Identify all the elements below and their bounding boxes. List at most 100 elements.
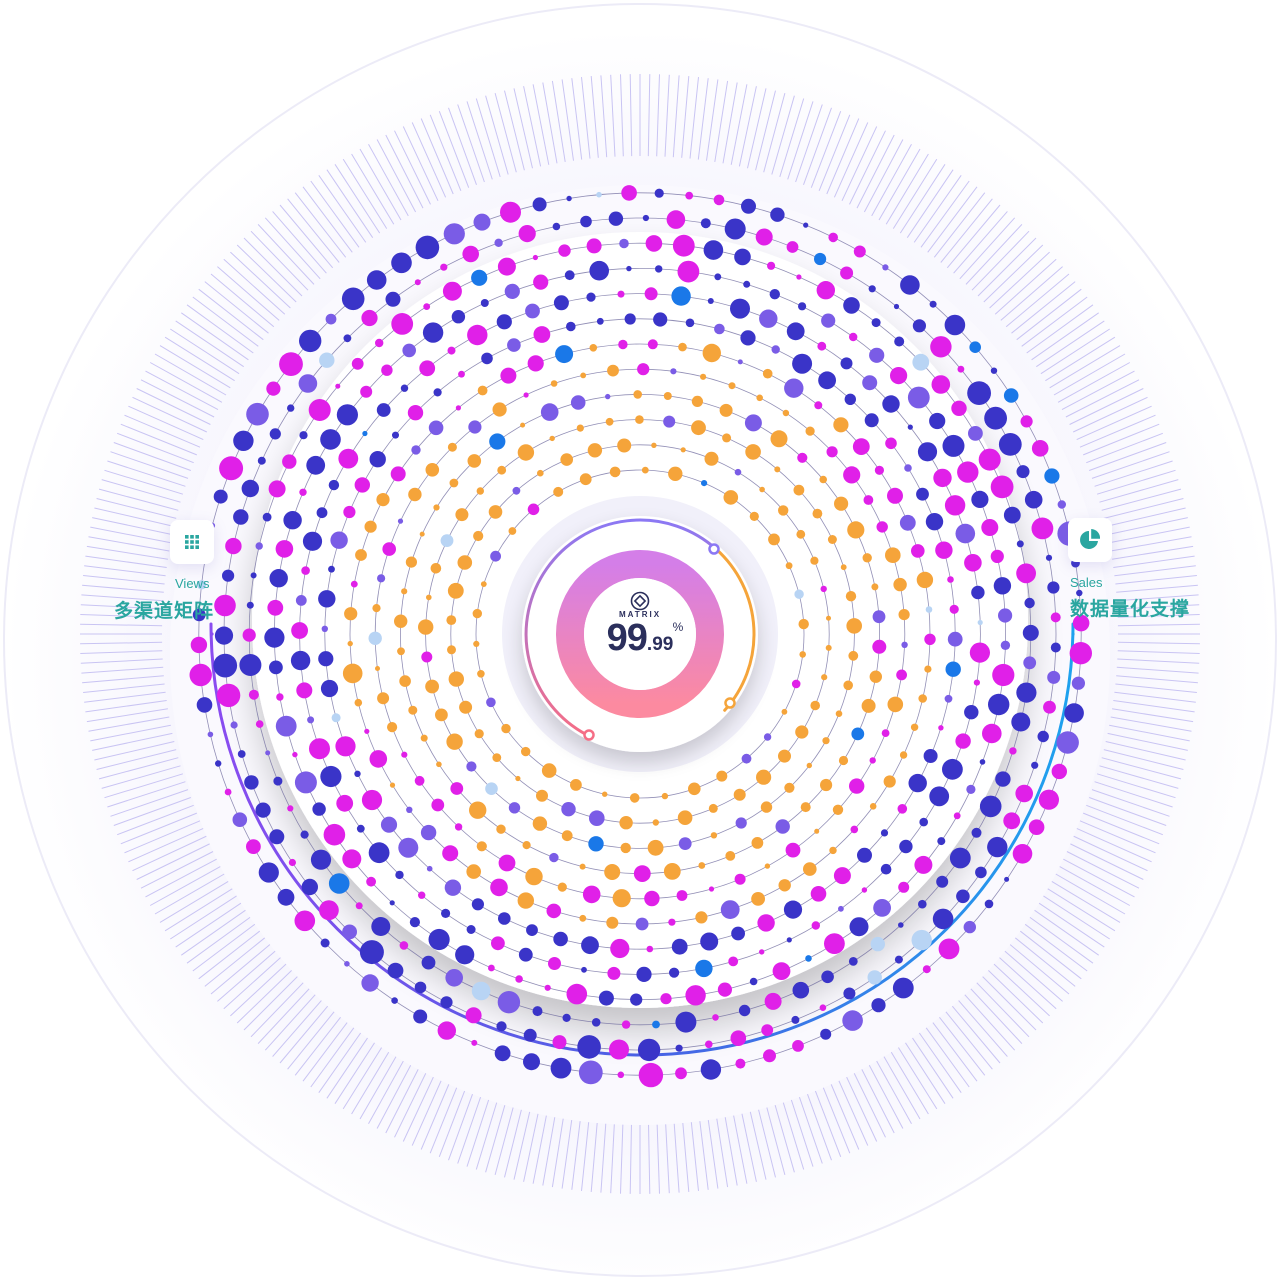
matrix-dot bbox=[663, 863, 681, 880]
tick-mark bbox=[170, 328, 240, 375]
tick-mark bbox=[210, 940, 275, 995]
matrix-dot bbox=[558, 244, 571, 257]
matrix-dot bbox=[523, 1028, 537, 1042]
tick-mark bbox=[706, 79, 719, 161]
matrix-dot bbox=[237, 750, 246, 758]
matrix-dot bbox=[719, 403, 733, 417]
matrix-dot bbox=[255, 720, 264, 728]
tick-mark bbox=[697, 1108, 709, 1190]
matrix-dot bbox=[225, 537, 242, 555]
matrix-dot bbox=[869, 803, 877, 810]
matrix-dot bbox=[955, 523, 976, 544]
matrix-dot bbox=[550, 380, 558, 387]
matrix-dot bbox=[969, 642, 991, 663]
matrix-dot bbox=[196, 697, 213, 713]
matrix-dot bbox=[515, 775, 521, 782]
matrix-dot bbox=[392, 431, 399, 439]
matrix-dot bbox=[827, 535, 837, 544]
tick-mark bbox=[420, 118, 454, 195]
matrix-dot bbox=[500, 201, 521, 223]
tick-mark bbox=[94, 507, 175, 527]
matrix-dot bbox=[283, 511, 302, 530]
matrix-dot bbox=[783, 900, 803, 919]
matrix-dot bbox=[390, 466, 406, 482]
matrix-dot bbox=[728, 382, 736, 390]
matrix-dot bbox=[561, 802, 576, 817]
tick-mark bbox=[620, 1111, 624, 1194]
sales-card[interactable] bbox=[1068, 518, 1112, 562]
matrix-dot bbox=[647, 839, 664, 856]
matrix-dot bbox=[624, 313, 636, 325]
matrix-dot bbox=[406, 806, 413, 813]
matrix-dot bbox=[967, 381, 991, 405]
tick-mark bbox=[714, 80, 729, 162]
matrix-dot bbox=[576, 424, 584, 432]
matrix-dot bbox=[354, 477, 370, 493]
tick-mark bbox=[342, 158, 388, 229]
matrix-dot bbox=[833, 417, 849, 433]
matrix-dot bbox=[668, 466, 683, 481]
matrix-dot bbox=[488, 505, 503, 519]
matrix-dot bbox=[579, 863, 586, 870]
matrix-dot bbox=[647, 339, 658, 350]
matrix-dot bbox=[316, 507, 328, 519]
matrix-dot bbox=[814, 828, 820, 834]
matrix-dot bbox=[255, 802, 271, 818]
matrix-dot bbox=[537, 469, 544, 477]
matrix-dot bbox=[578, 1060, 603, 1085]
matrix-dot bbox=[749, 977, 758, 986]
tick-mark bbox=[1005, 940, 1070, 995]
tick-mark bbox=[940, 1005, 993, 1070]
matrix-dot bbox=[301, 878, 318, 896]
matrix-dot bbox=[734, 468, 742, 476]
matrix-dot bbox=[480, 581, 487, 587]
tick-mark bbox=[107, 460, 186, 487]
matrix-dot bbox=[1003, 812, 1021, 830]
matrix-dot bbox=[757, 914, 775, 932]
tick-mark bbox=[1094, 460, 1173, 487]
matrix-dot bbox=[670, 368, 677, 375]
matrix-dot bbox=[814, 401, 823, 410]
matrix-dot bbox=[990, 475, 1014, 499]
tick-mark bbox=[989, 251, 1050, 309]
tick-mark bbox=[132, 396, 208, 433]
tick-mark bbox=[385, 134, 424, 209]
matrix-dot bbox=[911, 929, 932, 951]
matrix-dot bbox=[691, 420, 706, 436]
tick-mark bbox=[913, 1025, 962, 1093]
matrix-dot bbox=[298, 374, 318, 393]
tick-mark bbox=[571, 78, 583, 160]
matrix-dot bbox=[887, 487, 903, 504]
matrix-dot bbox=[938, 938, 960, 960]
matrix-dot bbox=[990, 549, 1004, 564]
matrix-dot bbox=[377, 692, 390, 705]
tick-mark bbox=[92, 517, 173, 536]
matrix-dot bbox=[287, 805, 294, 812]
matrix-dot bbox=[591, 1018, 601, 1027]
matrix-dot bbox=[560, 453, 573, 466]
matrix-dot bbox=[893, 303, 900, 310]
matrix-dot bbox=[701, 480, 708, 487]
matrix-dot bbox=[336, 404, 358, 426]
matrix-dot bbox=[471, 981, 491, 1001]
matrix-dot bbox=[246, 402, 269, 426]
matrix-dot bbox=[619, 238, 629, 249]
matrix-dot bbox=[408, 487, 422, 502]
matrix-dot bbox=[725, 851, 736, 861]
matrix-dot bbox=[500, 367, 517, 384]
diamond-logo-icon bbox=[630, 591, 650, 611]
views-card[interactable] bbox=[170, 520, 214, 564]
matrix-dot bbox=[724, 218, 746, 240]
matrix-dot bbox=[455, 945, 475, 965]
tick-mark bbox=[1096, 469, 1176, 495]
matrix-dot bbox=[938, 725, 944, 731]
matrix-dot bbox=[812, 508, 823, 519]
tick-mark bbox=[863, 139, 904, 213]
matrix-dot bbox=[312, 802, 326, 816]
matrix-dot bbox=[677, 260, 700, 283]
tick-mark bbox=[1107, 732, 1188, 751]
tick-mark bbox=[485, 1093, 509, 1173]
matrix-dot bbox=[553, 931, 568, 947]
matrix-dot bbox=[447, 645, 456, 655]
matrix-dot bbox=[486, 697, 496, 708]
